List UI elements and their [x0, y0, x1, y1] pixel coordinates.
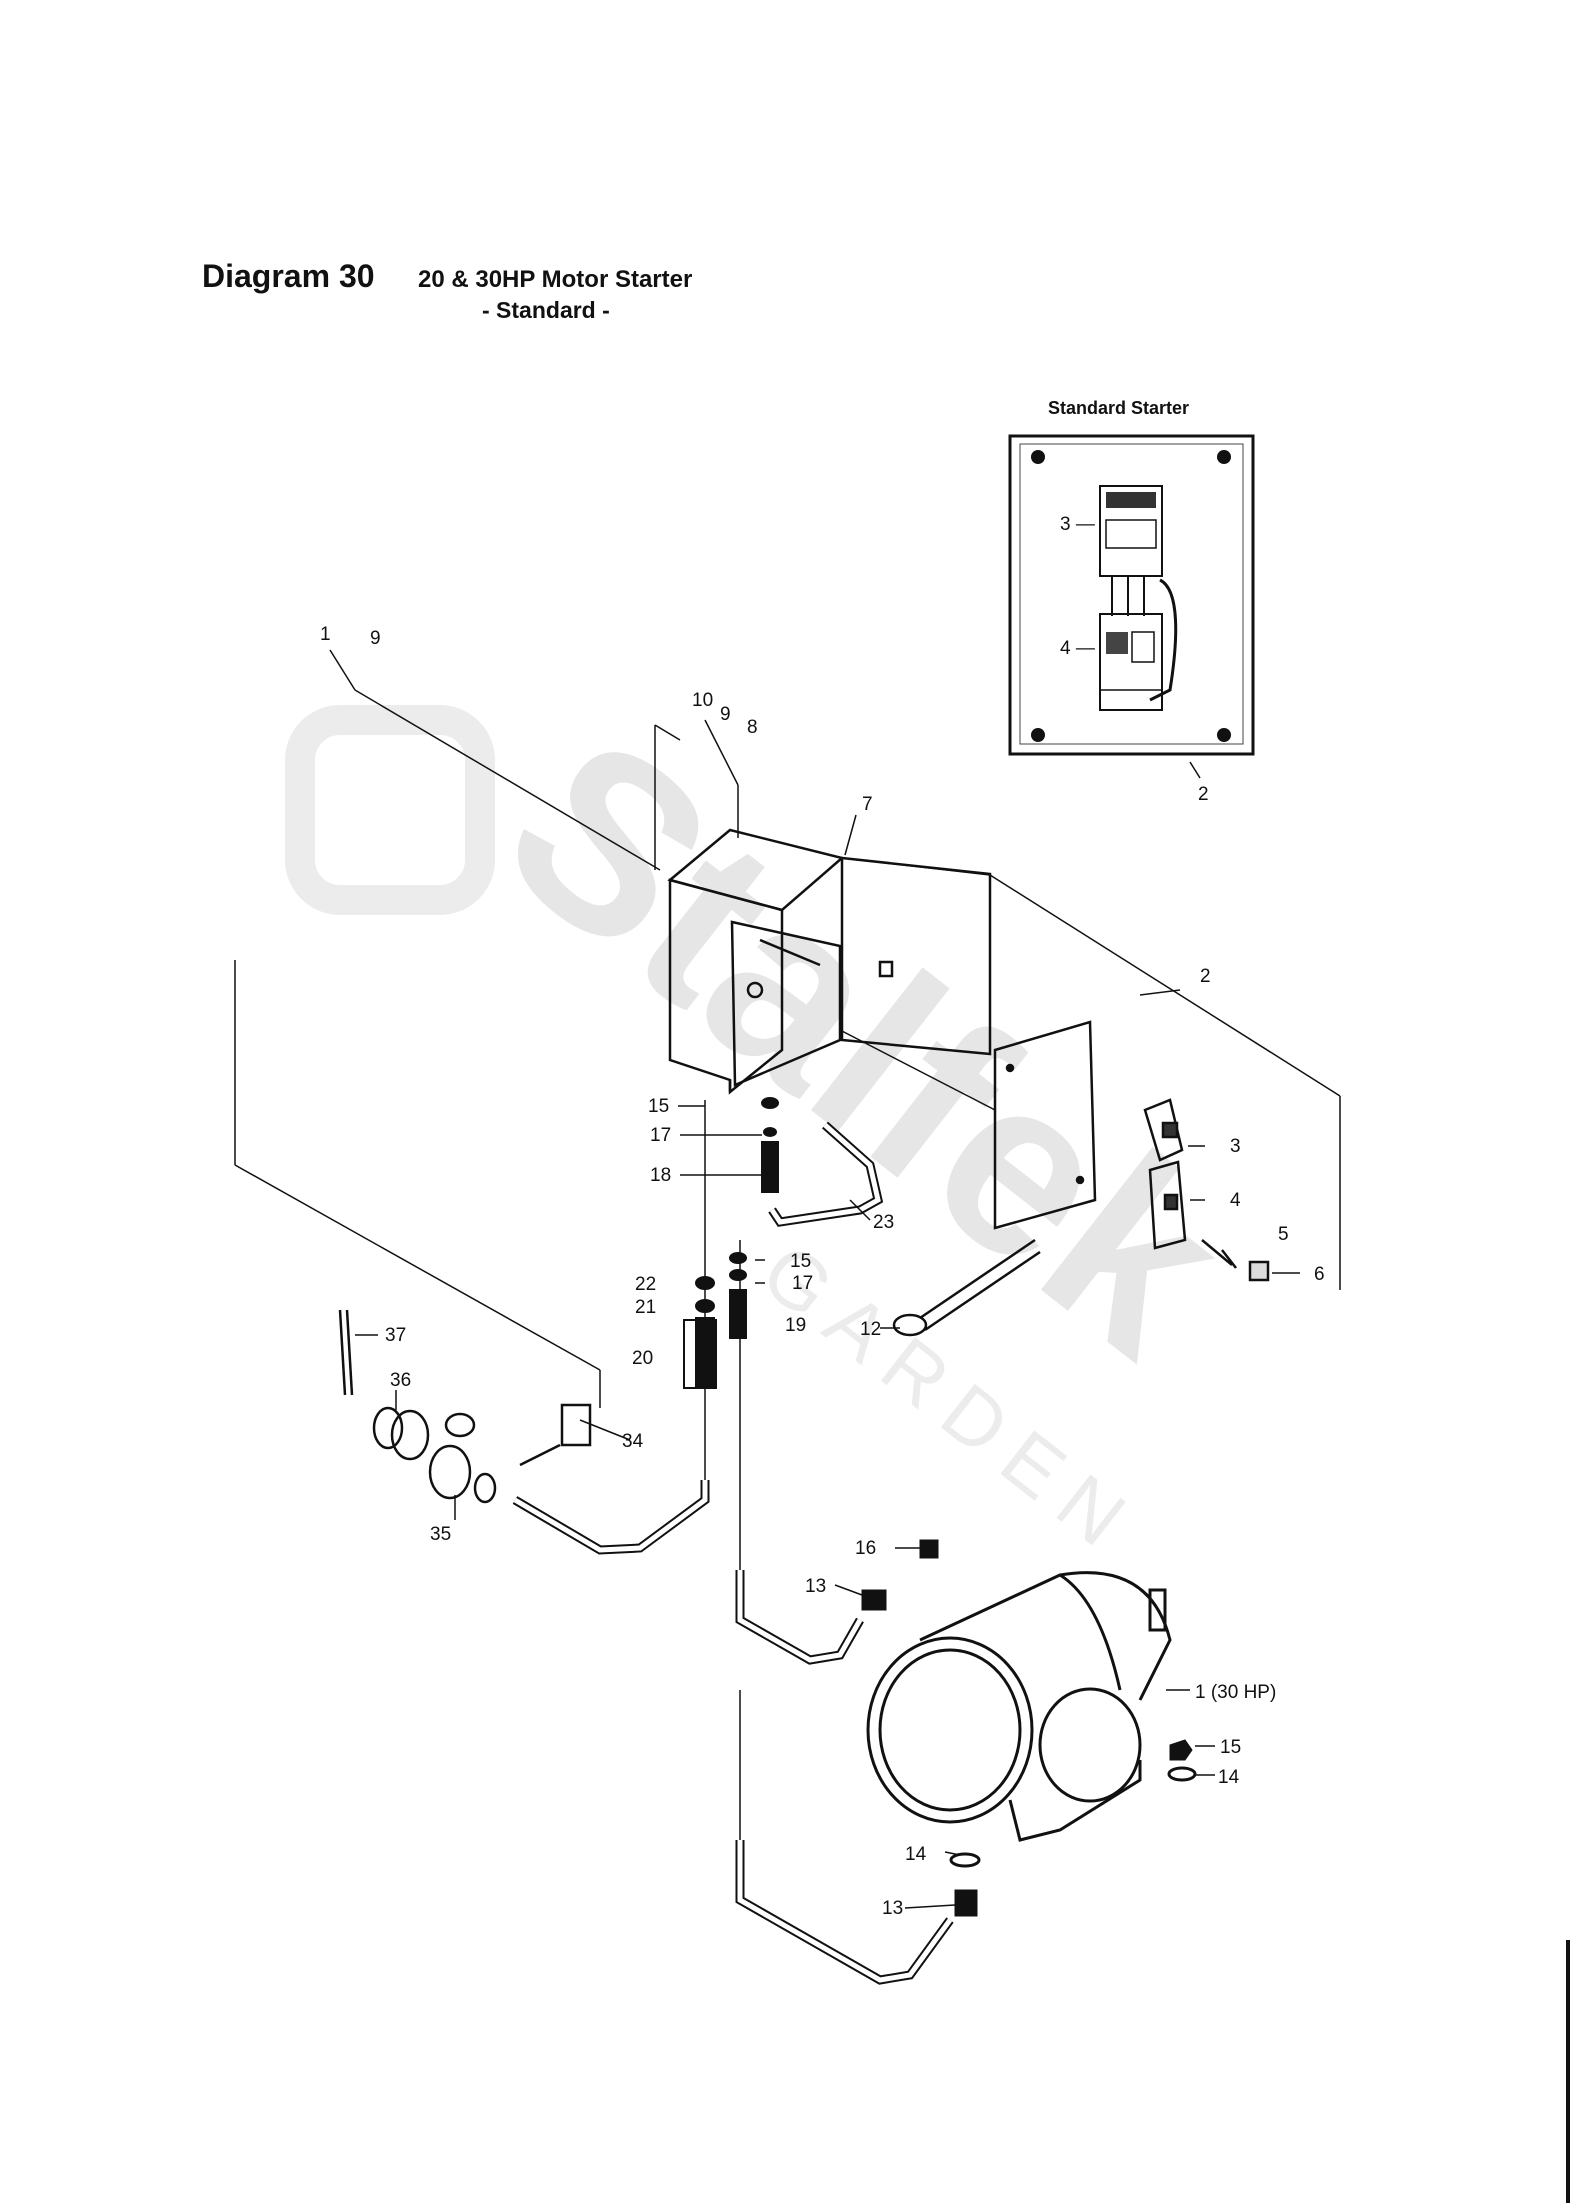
- diagram-subtitle: - Standard -: [482, 297, 610, 323]
- inset-label-2: 2: [1198, 784, 1209, 805]
- callout-9a: 9: [370, 628, 381, 649]
- gland-stack-upper: [761, 1097, 779, 1193]
- nuts-washers: [1167, 1739, 1197, 1782]
- callout-4: 4: [1230, 1190, 1241, 1211]
- callout-15c: 15: [1220, 1737, 1241, 1758]
- motor-fittings: [861, 1539, 981, 1917]
- callout-21: 21: [635, 1297, 656, 1318]
- contactor-parts: [1143, 1098, 1270, 1282]
- inset-title: Standard Starter: [1048, 398, 1189, 418]
- callout-leaders: [329, 649, 1300, 1909]
- callout-23: 23: [873, 1212, 894, 1233]
- callout-34: 34: [622, 1431, 644, 1452]
- callout-35: 35: [430, 1524, 451, 1545]
- watermark-logo: [285, 705, 495, 915]
- callout-37: 37: [385, 1325, 406, 1346]
- standard-starter-inset: Standard Starter 3 — 4 — 2: [1008, 398, 1255, 805]
- callout-18: 18: [650, 1165, 671, 1186]
- callout-10: 10: [692, 690, 713, 711]
- callout-5: 5: [1278, 1224, 1289, 1245]
- callout-8: 8: [747, 717, 758, 738]
- callout-9b: 9: [720, 704, 731, 725]
- callout-22: 22: [635, 1274, 656, 1295]
- page-edge-bar: [1566, 1940, 1570, 2203]
- callout-14b: 14: [905, 1844, 927, 1865]
- inset-label-4: 4 —: [1060, 638, 1095, 659]
- callout-19: 19: [785, 1315, 806, 1336]
- ground-lug: [892, 1238, 1041, 1337]
- callout-11: 1: [320, 624, 331, 645]
- callout-13a: 13: [805, 1576, 826, 1597]
- callout-3: 3: [1230, 1136, 1241, 1157]
- callout-36: 36: [390, 1370, 411, 1391]
- callout-15b: 15: [790, 1251, 811, 1272]
- watermark: Stalfek GARDEN: [458, 682, 1277, 1574]
- callout-17a: 17: [650, 1125, 671, 1146]
- diagram-title: 20 & 30HP Motor Starter: [418, 266, 693, 293]
- callout-14a: 14: [1218, 1767, 1240, 1788]
- inset-frame: [1008, 434, 1255, 756]
- callout-16: 16: [855, 1538, 876, 1559]
- gland-stack-lower: [683, 1252, 747, 1389]
- connector-assembly: [338, 1309, 592, 1504]
- callout-2: 2: [1200, 966, 1211, 987]
- callout-20: 20: [632, 1348, 653, 1369]
- callout-7: 7: [862, 794, 873, 815]
- callout-6: 6: [1314, 1264, 1325, 1285]
- callout-17b: 17: [792, 1273, 813, 1294]
- callouts: 1 9 10 9 8 7 2 3 4 5 6 15 17 18 23 15 17…: [320, 624, 1325, 1919]
- callout-13b: 13: [882, 1898, 903, 1919]
- callout-12: 12: [860, 1319, 881, 1340]
- motor: [866, 1571, 1172, 1842]
- starter-panel-plate: [993, 1020, 1097, 1230]
- inset-label-3: 3 —: [1060, 514, 1095, 535]
- callout-1: 1 (30 HP): [1195, 1682, 1276, 1703]
- diagram-number: Diagram 30: [202, 258, 375, 294]
- callout-15a: 15: [648, 1096, 669, 1117]
